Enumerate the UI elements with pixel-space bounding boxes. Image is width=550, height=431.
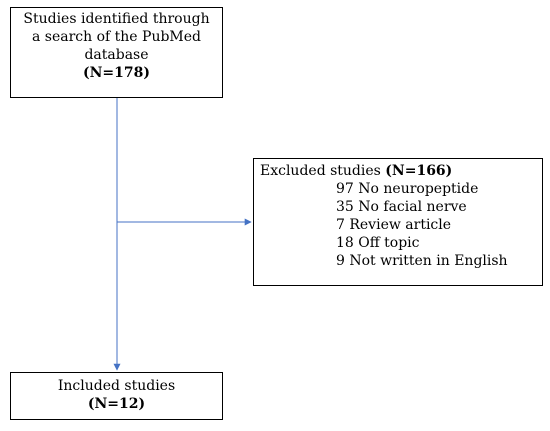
exclusion-reason: 9 Not written in English	[336, 253, 508, 269]
included-count: (N=12)	[87, 396, 146, 412]
included-studies-box: Included studies (N=12)	[10, 372, 223, 420]
excluded-count: (N=166)	[385, 163, 453, 179]
excluded-title: Excluded studies (N=166)	[254, 162, 542, 180]
identified-studies-box: Studies identified through a search of t…	[10, 7, 223, 98]
identified-line-2: a search of the PubMed	[31, 29, 202, 45]
identified-line-1: Studies identified through	[23, 11, 210, 27]
excluded-studies-box: Excluded studies (N=166) 97 No neuropept…	[253, 158, 543, 286]
exclusion-reasons-list: 97 No neuropeptide 35 No facial nerve 7 …	[254, 180, 542, 270]
exclusion-reason: 7 Review article	[336, 217, 452, 233]
exclusion-reason: 18 Off topic	[336, 235, 420, 251]
exclusion-reason: 35 No facial nerve	[336, 199, 467, 215]
identified-line-3: database	[84, 47, 149, 63]
excluded-title-label: Excluded studies	[260, 163, 386, 179]
included-label: Included studies	[57, 378, 176, 394]
identified-count: (N=178)	[83, 65, 150, 81]
exclusion-reason: 97 No neuropeptide	[336, 181, 479, 197]
